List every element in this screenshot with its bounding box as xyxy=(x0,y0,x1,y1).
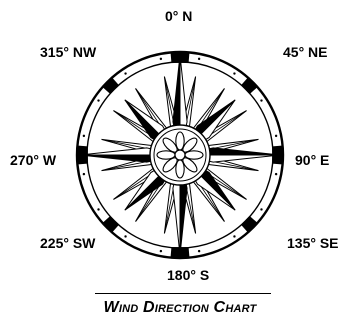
label-northwest: 315° NW xyxy=(40,44,96,60)
ring-dot-11 xyxy=(83,173,85,175)
ring-mark-5 xyxy=(103,217,119,233)
label-southwest: 225° SW xyxy=(40,235,95,251)
ring-mark-1 xyxy=(242,78,258,94)
ring-dot-8 xyxy=(160,250,162,252)
caption-rule xyxy=(95,293,271,294)
ring-dot-2 xyxy=(260,99,262,101)
ring-dot-1 xyxy=(233,72,235,74)
ring-mark-3 xyxy=(242,217,258,233)
label-southeast: 135° SE xyxy=(287,235,339,251)
label-east: 90° E xyxy=(295,152,329,168)
ring-mark-7 xyxy=(103,78,119,94)
label-northeast: 45° NE xyxy=(283,44,328,60)
ring-dot-10 xyxy=(97,208,99,210)
ring-dot-6 xyxy=(233,235,235,237)
ring-dot-5 xyxy=(260,208,262,210)
center-medallion xyxy=(150,125,210,185)
label-north: 0° N xyxy=(165,8,192,24)
ring-dot-9 xyxy=(124,235,126,237)
label-west: 270° W xyxy=(10,152,56,168)
ring-dot-15 xyxy=(160,58,162,60)
label-south: 180° S xyxy=(167,267,209,283)
ring-dot-4 xyxy=(275,173,277,175)
ring-dot-12 xyxy=(83,135,85,137)
ring-dot-13 xyxy=(97,99,99,101)
ring-dot-3 xyxy=(275,135,277,137)
ring-dot-14 xyxy=(124,72,126,74)
ring-dot-0 xyxy=(198,58,200,60)
chart-caption: Wind Direction Chart xyxy=(0,299,360,317)
ring-dot-7 xyxy=(198,250,200,252)
